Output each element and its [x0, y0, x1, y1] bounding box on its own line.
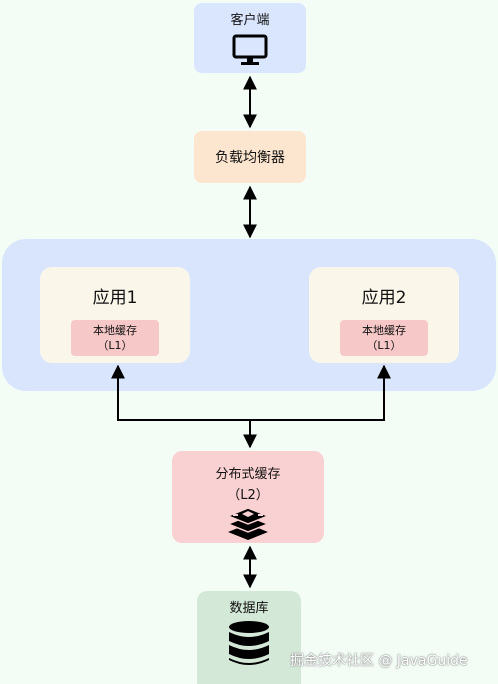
local-cache-level: （L1）	[366, 339, 402, 352]
monitor-icon	[232, 34, 268, 65]
local-cache: 本地缓存 （L1）	[340, 320, 428, 356]
database-label: 数据库	[229, 601, 269, 616]
client-label: 客户端	[230, 13, 270, 28]
app-node-2: 应用2 本地缓存 （L1）	[309, 267, 459, 363]
load-balancer-label: 负载均衡器	[215, 150, 285, 166]
local-cache-label: 本地缓存	[362, 324, 406, 337]
app1-cache-connector	[111, 364, 391, 421]
distributed-cache-node: 分布式缓存 （L2）	[172, 451, 324, 543]
load-balancer-node: 负载均衡器	[194, 131, 306, 183]
redis-icon	[225, 507, 271, 540]
database-node: 数据库	[197, 591, 301, 684]
app-node-1: 应用1 本地缓存 （L1）	[40, 267, 190, 363]
local-cache: 本地缓存 （L1）	[71, 320, 159, 356]
app-title: 应用1	[92, 288, 138, 308]
app-title: 应用2	[361, 288, 407, 308]
distributed-cache-level: （L2）	[227, 488, 269, 503]
local-cache-label: 本地缓存	[93, 324, 137, 337]
watermark: 掘金技术社区 @ JavaGuide	[290, 653, 468, 669]
local-cache-level: （L1）	[97, 339, 133, 352]
client-node: 客户端	[194, 3, 306, 73]
database-icon	[229, 621, 269, 665]
distributed-cache-label: 分布式缓存	[215, 467, 281, 482]
